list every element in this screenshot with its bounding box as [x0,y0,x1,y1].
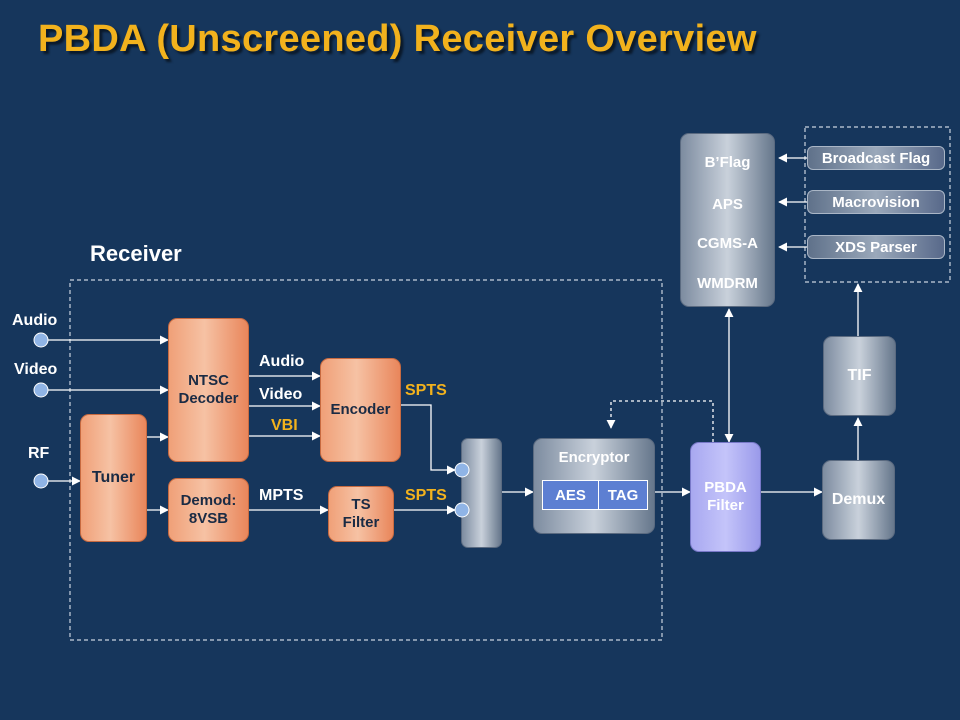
xds-parser: XDS Parser [807,235,945,259]
audio-input-label: Audio [12,312,58,329]
spts-bottom-label: SPTS [405,487,447,504]
spts-top-label: SPTS [405,382,447,399]
video-input-label: Video [14,361,58,378]
encoder-spts-line [401,404,456,475]
tif-block: TIF [823,336,896,416]
rf-input-label: RF [28,445,50,462]
aes-segment: AES [543,481,599,509]
broadcast-flag-parser: Broadcast Flag [807,146,945,170]
page-title: PBDA (Unscreened) Receiver Overview [38,18,757,60]
encryptor-label: Encryptor [558,449,630,466]
ts-filter-block: TS Filter [328,486,394,542]
vbi-signal-label: VBI [271,417,298,434]
tag-segment: TAG [607,486,639,504]
rf-input-jack [33,473,49,489]
receiver-boundary [69,279,663,641]
video-signal-label: Video [259,386,303,403]
video-input-jack [33,382,49,398]
demod-block: Demod: 8VSB [168,478,249,542]
audio-input-jack [33,332,49,348]
encoder-block: Encoder [320,358,401,462]
wmdrm-item: WMDRM [697,275,758,292]
pbda-feedback-line [606,400,714,442]
parser-group-boundary [804,126,951,283]
pbda-filter-block: PBDA Filter [690,442,761,552]
aps-item: APS [712,196,743,213]
ntsc-decoder-block: NTSC Decoder [168,318,249,462]
demux-block: Demux [822,460,895,540]
bflag-item: B’Flag [704,154,751,171]
mpts-signal-label: MPTS [259,487,304,504]
macrovision-parser: Macrovision [807,190,945,214]
tuner-block: Tuner [80,414,147,542]
encryption-modes-bar: AES TAG [542,480,648,510]
audio-signal-label: Audio [259,353,305,370]
cgms-a-item: CGMS-A [697,235,758,252]
content-protection-stack: B’Flag APS CGMS-A WMDRM [680,133,775,307]
receiver-label: Receiver [90,241,182,266]
stream-selector-switch [461,438,502,548]
